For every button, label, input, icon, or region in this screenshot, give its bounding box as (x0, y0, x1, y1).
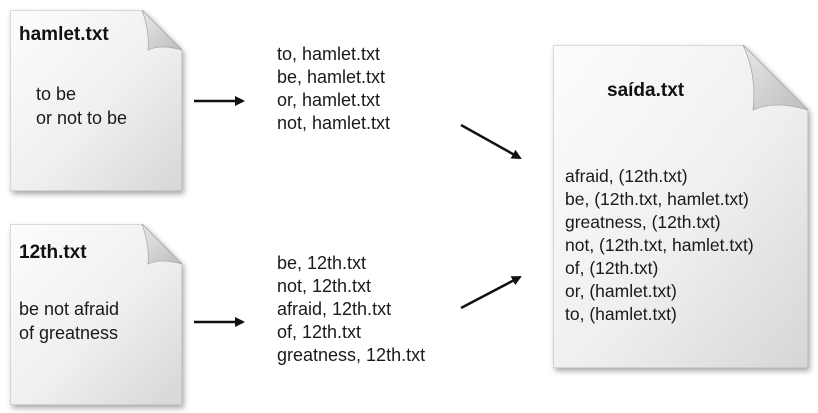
document-icon (553, 45, 808, 368)
input-document-12th: 12th.txt be not afraid of greatness (10, 224, 182, 405)
document-line: of, (12th.txt) (565, 258, 659, 278)
document-content: be not afraid of greatness (19, 297, 119, 345)
document-icon (10, 10, 182, 191)
map-output-12th: be, 12th.txt not, 12th.txt afraid, 12th.… (277, 252, 425, 367)
document-line: be not afraid (19, 299, 120, 319)
document-icon (10, 224, 182, 405)
document-line: to be (36, 84, 77, 104)
key-value-pair: not, 12th.txt (277, 276, 372, 296)
key-value-pair: afraid, 12th.txt (277, 299, 392, 319)
document-title: 12th.txt (19, 242, 87, 263)
document-title: saída.txt (607, 80, 685, 101)
document-line: or not to be (36, 108, 128, 128)
document-line: afraid, (12th.txt) (565, 166, 688, 186)
document-content: to be or not to be (36, 82, 127, 130)
key-value-pair: of, 12th.txt (277, 322, 362, 342)
document-line: be, (12th.txt, hamlet.txt) (565, 189, 749, 209)
document-line: to, (hamlet.txt) (565, 304, 677, 324)
document-content: afraid, (12th.txt) be, (12th.txt, hamlet… (565, 165, 754, 326)
document-title: hamlet.txt (19, 24, 109, 45)
document-line: not, (12th.txt, hamlet.txt) (565, 235, 754, 255)
map-output-hamlet: to, hamlet.txt be, hamlet.txt or, hamlet… (277, 43, 390, 135)
key-value-pair: not, hamlet.txt (277, 113, 391, 133)
key-value-pair: be, hamlet.txt (277, 67, 386, 87)
key-value-pair: to, hamlet.txt (277, 44, 381, 64)
output-document-saida: saída.txt afraid, (12th.txt) be, (12th.t… (553, 45, 808, 368)
document-line: greatness, (12th.txt) (565, 212, 721, 232)
key-value-pair: be, 12th.txt (277, 253, 367, 273)
document-line: or, (hamlet.txt) (565, 281, 677, 301)
arrow-reduce-12th (460, 275, 522, 310)
key-value-pair: or, hamlet.txt (277, 90, 381, 110)
document-line: of greatness (19, 323, 119, 343)
arrow-reduce-hamlet (460, 123, 522, 160)
key-value-pair: greatness, 12th.txt (277, 345, 426, 365)
input-document-hamlet: hamlet.txt to be or not to be (10, 10, 182, 191)
